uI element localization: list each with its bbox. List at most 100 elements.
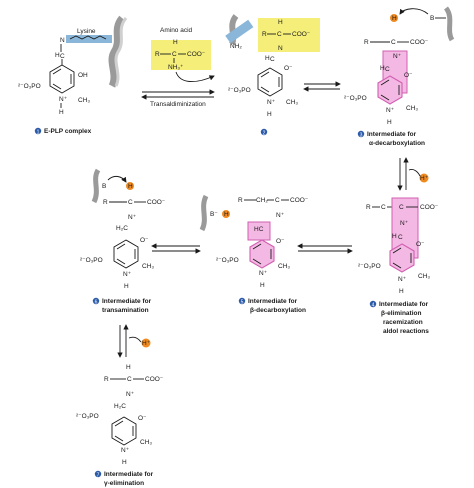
svg-text:C: C xyxy=(399,204,404,211)
svg-text:H: H xyxy=(380,65,385,72)
svg-text:C: C xyxy=(270,56,275,63)
svg-text:R: R xyxy=(262,31,267,38)
svg-text:B⁻: B⁻ xyxy=(210,211,218,218)
structure-6-transamination: B H R C COO⁻ N⁺ H₂C O⁻ CH₃ ²⁻O₃PO N⁺ H 6… xyxy=(80,168,166,314)
amino-acid-label: Amino acid xyxy=(160,27,193,34)
svg-text:COO⁻: COO⁻ xyxy=(145,376,164,383)
svg-text:H: H xyxy=(265,55,270,62)
step-badge-2 xyxy=(260,128,268,136)
svg-text:H: H xyxy=(387,119,392,126)
step-badge-6 xyxy=(92,297,100,305)
caption-4-line-1: Intermediate for xyxy=(379,301,429,308)
svg-text:H⁺: H⁺ xyxy=(420,175,429,182)
svg-text:COO⁻: COO⁻ xyxy=(292,31,311,38)
svg-text:N⁺: N⁺ xyxy=(259,270,268,277)
orange-h-atom-3 xyxy=(390,14,398,22)
structure-5-beta-decarboxylation: B⁻ H R CH₂ C COO⁻ N⁺ HC O⁻ CH₃ ²⁻O₃PO N⁺… xyxy=(199,194,309,314)
svg-text:H: H xyxy=(128,183,133,190)
svg-text:O⁻: O⁻ xyxy=(138,415,147,422)
svg-text:NH₃⁺: NH₃⁺ xyxy=(168,64,184,71)
svg-text:O⁻: O⁻ xyxy=(404,72,413,79)
svg-text:CH₃: CH₃ xyxy=(286,99,298,106)
lysine-n-atom: N xyxy=(60,37,65,44)
h-plus-badge-3-4 xyxy=(419,173,429,183)
pyridine-ring-7 xyxy=(111,416,137,446)
svg-text:COO⁻: COO⁻ xyxy=(187,51,206,58)
caption-4-line-2: β-elimination xyxy=(381,310,421,317)
svg-text:²⁻O₃PO: ²⁻O₃PO xyxy=(344,95,367,102)
transaldiminization-step: Amino acid H R C COO⁻ NH₃⁺ Transaldimini… xyxy=(141,27,215,108)
structure-1-e-plp-complex: Lysine N H C OH CH₃ ²⁻O₃PO N⁺ H 1 E-PLP … xyxy=(18,15,128,135)
svg-text:C: C xyxy=(381,204,386,211)
svg-text:CH₃: CH₃ xyxy=(140,439,152,446)
orange-h-atom-5 xyxy=(222,210,230,218)
svg-text:NH₂: NH₂ xyxy=(230,43,242,50)
caption-3-line-2: α-decarboxylation xyxy=(369,140,425,147)
svg-text:R: R xyxy=(155,51,160,58)
svg-text:²⁻O₃PO: ²⁻O₃PO xyxy=(228,87,251,94)
svg-text:H: H xyxy=(224,211,229,218)
step-badge-4 xyxy=(369,300,377,308)
svg-text:H: H xyxy=(399,288,404,295)
pyridine-ring-5 xyxy=(249,239,275,269)
structure-2-external-aldimine: NH₂ H R C COO⁻ N H C O⁻ CH₃ ²⁻O₃PO N⁺ H … xyxy=(225,14,320,136)
lysine-protein-strand xyxy=(108,15,125,88)
svg-text:H: H xyxy=(124,283,129,290)
lysine-side-chain-band xyxy=(66,35,112,43)
svg-text:OH: OH xyxy=(78,72,88,79)
svg-text:²⁻O₃PO: ²⁻O₃PO xyxy=(216,257,239,264)
structure-4-beta-elimination: R C C COO⁻ N⁺ H C O⁻ CH₃ ²⁻O₃PO N⁺ H 4 I… xyxy=(358,197,439,335)
svg-text:CH₃: CH₃ xyxy=(78,97,90,104)
svg-text:7: 7 xyxy=(97,472,100,478)
svg-text:C: C xyxy=(60,53,65,60)
svg-text:H: H xyxy=(126,364,131,371)
orange-h-atom-6 xyxy=(126,182,134,190)
svg-text:R: R xyxy=(104,376,109,383)
structure-7-gamma-elimination: H R C COO⁻ N⁺ H₂C O⁻ CH₃ ²⁻O₃PO N⁺ H 7 I… xyxy=(76,364,164,487)
svg-text:N⁺: N⁺ xyxy=(123,271,132,278)
svg-text:²⁻O₃PO: ²⁻O₃PO xyxy=(76,413,99,420)
transaldiminization-label: Transaldiminization xyxy=(150,101,206,108)
caption-1: E-PLP complex xyxy=(44,128,92,135)
svg-text:COO⁻: COO⁻ xyxy=(410,39,429,46)
svg-text:1: 1 xyxy=(37,129,40,135)
svg-text:5: 5 xyxy=(241,299,244,305)
svg-text:N⁺: N⁺ xyxy=(128,214,137,221)
amino-acid-box xyxy=(151,40,211,70)
step-badge-5 xyxy=(238,297,246,305)
svg-text:C: C xyxy=(275,197,280,204)
svg-text:H₂C: H₂C xyxy=(114,403,126,410)
svg-text:R: R xyxy=(103,199,108,206)
svg-text:O⁻: O⁻ xyxy=(416,241,425,248)
svg-text:CH₃: CH₃ xyxy=(406,105,418,112)
svg-text:N⁺: N⁺ xyxy=(400,220,409,227)
svg-text:B: B xyxy=(430,15,434,22)
svg-text:3: 3 xyxy=(360,132,363,138)
svg-text:CH₃: CH₃ xyxy=(278,263,290,270)
svg-text:H⁺: H⁺ xyxy=(142,340,151,347)
svg-text:C: C xyxy=(277,31,282,38)
svg-text:COO⁻: COO⁻ xyxy=(147,199,166,206)
svg-text:H₂C: H₂C xyxy=(116,225,128,232)
svg-text:N⁺: N⁺ xyxy=(276,212,285,219)
caption-4-line-3: racemization xyxy=(383,319,423,326)
svg-text:H: H xyxy=(392,233,397,240)
svg-text:C: C xyxy=(128,199,133,206)
svg-text:N⁺: N⁺ xyxy=(386,107,395,114)
svg-text:N: N xyxy=(278,45,283,52)
svg-text:6: 6 xyxy=(95,299,98,305)
svg-text:O⁻: O⁻ xyxy=(284,65,293,72)
structure-3-alpha-decarboxylation: H B R C COO⁻ N⁺ H C O⁻ CH₃ ²⁻O₃PO N⁺ H 3… xyxy=(344,6,455,147)
svg-text:H: H xyxy=(260,282,265,289)
svg-text:N⁺: N⁺ xyxy=(267,99,276,106)
svg-text:H: H xyxy=(392,15,397,22)
svg-text:C: C xyxy=(127,376,132,383)
caption-7-line-1: Intermediate for xyxy=(104,471,154,478)
svg-text:C: C xyxy=(385,66,390,73)
svg-text:2: 2 xyxy=(263,130,266,136)
step-badge-1 xyxy=(34,127,42,135)
svg-text:COO⁻: COO⁻ xyxy=(290,197,309,204)
h-plus-badge-6-7 xyxy=(141,338,151,348)
caption-6-line-1: Intermediate for xyxy=(102,298,152,305)
